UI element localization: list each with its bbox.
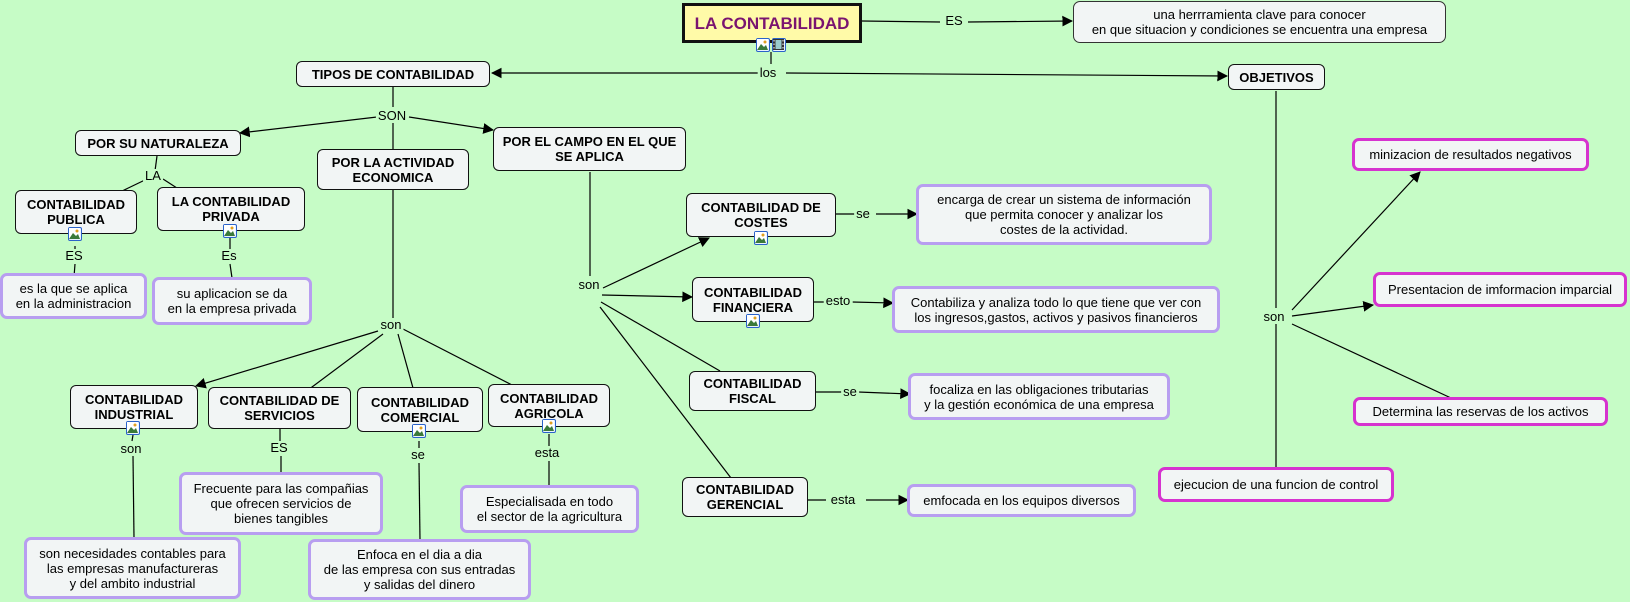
image-icon[interactable] [746,314,760,328]
concept-contabilidad-comercial[interactable]: CONTABILIDAD COMERCIAL [357,387,483,432]
image-icon[interactable] [223,224,237,238]
objective-minizacion[interactable]: minizacion de resultados negativos [1352,138,1589,171]
link-label-se-costes: se [854,206,872,221]
image-icon[interactable] [754,231,768,245]
concept-contabilidad-industrial[interactable]: CONTABILIDAD INDUSTRIAL [70,385,198,429]
description-agricola[interactable]: Especialisada en todo el sector de la ag… [460,485,639,533]
description-financiera[interactable]: Contabiliza y analiza todo lo que tiene … [892,286,1220,333]
description-fiscal[interactable]: focaliza en las obligaciones tributarias… [908,373,1170,420]
concept-contabilidad-de-costes[interactable]: CONTABILIDAD DE COSTES [686,193,836,237]
link-label-la: LA [143,168,163,183]
link-label-son-campo: son [576,277,602,292]
image-icon[interactable] [756,38,770,52]
link-label-los: los [757,65,779,80]
image-icon[interactable] [412,424,426,438]
root-description[interactable]: una herrramienta clave para conocer en q… [1073,1,1446,43]
link-label-es-privada: Es [219,248,239,263]
description-industrial[interactable]: son necesidades contables para las empre… [24,537,241,599]
link-label-esta-agricola: esta [532,445,562,460]
concept-por-el-campo-en-el-que-se-aplica[interactable]: POR EL CAMPO EN EL QUE SE APLICA [493,127,686,171]
link-label-son-tipos: SON [375,108,409,123]
video-icon[interactable] [772,38,786,52]
concept-contabilidad-publica[interactable]: CONTABILIDAD PUBLICA [15,190,137,234]
image-icon[interactable] [126,421,140,435]
objective-reservas[interactable]: Determina las reservas de los activos [1353,397,1608,426]
image-icon[interactable] [68,227,82,241]
link-label-se-fiscal: se [841,384,859,399]
concept-por-la-actividad-economica[interactable]: POR LA ACTIVIDAD ECONOMICA [317,149,469,190]
concept-la-contabilidad-privada[interactable]: LA CONTABILIDAD PRIVADA [157,187,305,231]
description-publica[interactable]: es la que se aplica en la administracion [0,273,147,319]
concept-contabilidad-fiscal[interactable]: CONTABILIDAD FISCAL [689,371,816,411]
link-label-es-publica: ES [63,248,85,263]
description-comercial[interactable]: Enfoca en el dia a dia de las empresa co… [308,539,531,600]
link-label-son-objetivos: son [1261,309,1287,324]
concept-tipos-de-contabilidad[interactable]: TIPOS DE CONTABILIDAD [296,61,490,87]
link-label-se-comercial: se [409,447,427,462]
concept-contabilidad-gerencial[interactable]: CONTABILIDAD GERENCIAL [682,477,808,517]
link-label-esta-gerencial: esta [828,492,858,507]
concept-contabilidad-de-servicios[interactable]: CONTABILIDAD DE SERVICIOS [208,387,351,429]
link-label-son-industrial: son [118,441,144,456]
concept-objetivos[interactable]: OBJETIVOS [1228,64,1325,90]
description-costes[interactable]: encarga de crear un sistema de informaci… [916,184,1212,245]
objective-presentacion[interactable]: Presentacion de imformacion imparcial [1373,272,1627,307]
link-label-son-actividad: son [378,317,404,332]
image-icon[interactable] [542,419,556,433]
link-label-esto-financiera: esto [823,293,853,308]
link-label-es-servicios: ES [268,440,290,455]
description-privada[interactable]: su aplicacion se da en la empresa privad… [152,277,312,325]
description-gerencial[interactable]: emfocada en los equipos diversos [907,484,1136,517]
objective-control[interactable]: ejecucion de una funcion de control [1158,467,1394,502]
root-concept[interactable]: LA CONTABILIDAD [682,3,862,43]
link-label-es-root: ES [943,13,965,28]
description-servicios[interactable]: Frecuente para las compañias que ofrecen… [179,472,383,535]
concept-por-su-naturaleza[interactable]: POR SU NATURALEZA [75,130,241,156]
